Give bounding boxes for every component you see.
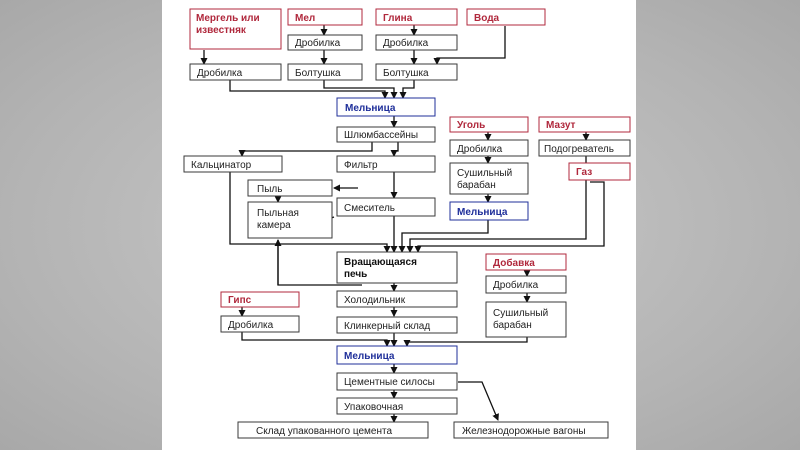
node-gaz-label: Газ: [576, 167, 592, 178]
node-mel: Мел: [287, 8, 363, 26]
node-voda-label: Вода: [474, 13, 500, 24]
node-melnitsa-1-label: Мельница: [345, 103, 396, 114]
node-silosy: Цементные силосы: [336, 372, 458, 391]
node-holodilnik: Холодильник: [336, 290, 458, 308]
node-podogrevatel: Подогреватель: [538, 139, 631, 157]
node-shlam: Шлюмбассейны: [336, 126, 436, 143]
node-glina-label: Глина: [383, 13, 413, 24]
node-upakovochnaya-label: Упаковочная: [344, 402, 403, 413]
edge-sushilny-melnitsa2: [403, 337, 528, 347]
node-melnitsa-ugol: Мельница: [449, 201, 529, 221]
node-glina: Глина: [375, 8, 458, 26]
edge-silosy-vagony: [458, 381, 499, 421]
node-drobilka-glina-label: Дробилка: [383, 37, 429, 49]
edge-voda-boltushka: [433, 26, 506, 65]
node-drobilka-dob-label: Дробилка: [493, 279, 539, 291]
edge-shlam-kaltsinator: [238, 142, 373, 157]
node-smesitel-label: Смеситель: [344, 203, 395, 214]
node-dobavka-label: Добавка: [493, 257, 535, 269]
node-melnitsa-1: Мельница: [336, 97, 436, 117]
node-drobilka-ugol-label: Дробилка: [457, 143, 503, 155]
node-dobavka: Добавка: [485, 253, 567, 271]
node-voda: Вода: [466, 8, 546, 26]
connectors: [200, 25, 605, 423]
node-drobilka-mel-label: Дробилка: [295, 37, 341, 49]
node-ugol: Уголь: [449, 116, 529, 133]
node-drobilka-gips-label: Дробилка: [228, 319, 274, 331]
node-shlam-label: Шлюмбассейны: [344, 129, 418, 141]
node-boltushka-mel: Болтушка: [287, 63, 363, 81]
node-pyl: Пыль: [247, 179, 333, 197]
node-silosy-label: Цементные силосы: [344, 377, 435, 388]
node-mazut-label: Мазут: [546, 120, 576, 131]
node-sklad-label: Склад упакованного цемента: [256, 426, 392, 437]
node-drobilka-gips: Дробилка: [220, 315, 300, 333]
node-kaltsinator-label: Кальцинатор: [191, 160, 252, 171]
edge-kaltsinator-pech: [229, 172, 391, 253]
node-klinker: Клинкерный склад: [336, 316, 458, 334]
node-boltushka-mel-label: Болтушка: [295, 68, 341, 79]
node-boltushka-glina: Болтушка: [375, 63, 458, 81]
node-ugol-label: Уголь: [457, 120, 485, 131]
node-gips-label: Гипс: [228, 295, 252, 306]
node-drobilka-ugol: Дробилка: [449, 139, 529, 157]
node-drobilka-mergel: Дробилка: [189, 63, 282, 81]
node-drobilka-mergel-label: Дробилка: [197, 67, 243, 79]
node-melnitsa-2-label: Мельница: [344, 351, 395, 362]
node-melnitsa-ugol-label: Мельница: [457, 207, 508, 218]
node-pyl-label: Пыль: [257, 184, 282, 195]
edge-gaz-pech: [414, 181, 605, 253]
node-gaz: Газ: [568, 162, 631, 181]
node-gips: Гипс: [220, 291, 300, 308]
node-klinker-label: Клинкерный склад: [344, 321, 430, 332]
edge-podogrevatel-pech: [406, 156, 587, 253]
edge-melnitsa-ugol-pech: [398, 220, 489, 253]
node-boltushka-glina-label: Болтушка: [383, 68, 429, 79]
edge-boltushka-mel-melnitsa: [323, 80, 398, 99]
edge-drobilka-gips-melnitsa2: [241, 332, 391, 347]
edge-drobilka-melnitsa: [229, 80, 389, 99]
node-filtr: Фильтр: [336, 155, 436, 173]
node-vagony-label: Железнодорожные вагоны: [462, 426, 586, 437]
node-mazut: Мазут: [538, 116, 631, 133]
node-vagony: Железнодорожные вагоны: [453, 421, 609, 439]
edge-boltushka-glina-melnitsa: [399, 80, 415, 99]
node-smesitel: Смеситель: [336, 197, 436, 217]
node-mel-label: Мел: [295, 13, 315, 24]
node-sklad: Склад упакованного цемента: [237, 421, 429, 439]
node-melnitsa-2: Мельница: [336, 345, 458, 365]
node-kaltsinator: Кальцинатор: [183, 155, 283, 173]
node-podogrevatel-label: Подогреватель: [544, 144, 614, 155]
node-drobilka-mel: Дробилка: [287, 34, 363, 51]
node-drobilka-glina: Дробилка: [375, 34, 458, 51]
edge-shlam-filtr: [390, 142, 399, 157]
node-filtr-label: Фильтр: [344, 160, 378, 171]
node-drobilka-dob: Дробилка: [485, 275, 567, 294]
node-upakovochnaya: Упаковочная: [336, 397, 458, 415]
node-holodilnik-label: Холодильник: [344, 295, 406, 306]
